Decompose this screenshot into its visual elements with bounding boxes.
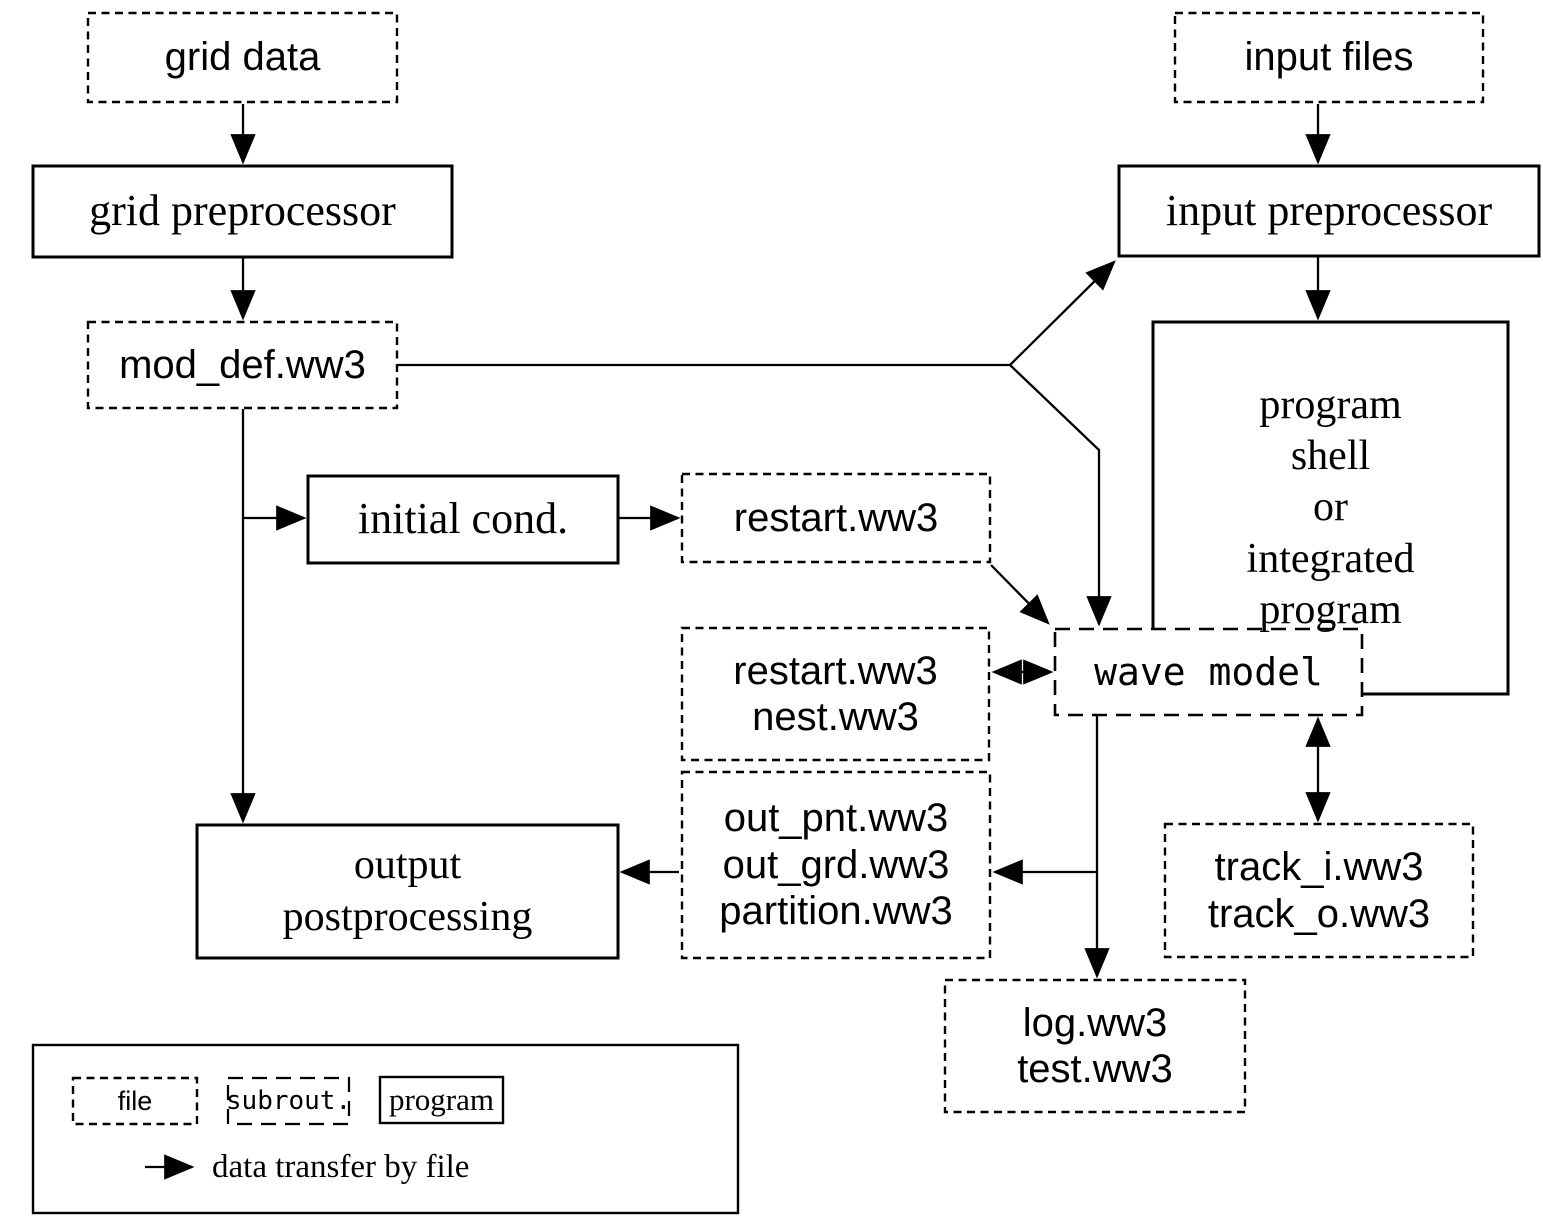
- legend-file-box: [71, 1076, 199, 1126]
- log-test-line: log.ww3: [1022, 1000, 1168, 1045]
- legend-subroutine-text: subrout.: [225, 1086, 352, 1116]
- legend-subroutine-box: [226, 1076, 351, 1126]
- node-program-shell: program shell or integrated program: [1153, 322, 1508, 694]
- input-preprocessor-label: input preprocessor: [1165, 185, 1493, 235]
- out-files-line: out_pnt.ww3: [723, 796, 949, 841]
- out-files-line: partition.ww3: [719, 889, 953, 934]
- initial-cond-box: [306, 474, 620, 565]
- legend-subroutine-label: subrout.: [225, 1078, 352, 1124]
- output-postprocessing-line: output: [353, 842, 462, 889]
- legend-file-label: file: [73, 1078, 197, 1124]
- legend-file-text: file: [117, 1085, 153, 1116]
- input-preprocessor-box: [1117, 164, 1541, 258]
- node-grid-preprocessor: grid preprocessor: [33, 166, 452, 257]
- wave-model-box: [1053, 627, 1364, 717]
- grid-preprocessor-box: [31, 164, 454, 259]
- node-output-postprocessing: output postprocessing: [197, 825, 618, 958]
- grid-preprocessor-label: grid preprocessor: [89, 186, 396, 236]
- legend-arrow-caption-text: data transfer by file: [212, 1148, 470, 1185]
- program-shell-line: or: [1313, 484, 1348, 531]
- input-files-box: [1173, 11, 1485, 104]
- node-input-files: input files: [1175, 13, 1483, 102]
- wave-model-label: wave model: [1094, 650, 1323, 694]
- output-postprocessing-box: [195, 823, 620, 960]
- node-wave-model: wave model: [1055, 629, 1362, 715]
- grid-data-label: grid data: [164, 35, 321, 80]
- node-log-test: log.ww3 test.ww3: [945, 980, 1245, 1112]
- restart-label: restart.ww3: [733, 495, 939, 540]
- node-track: track_i.ww3 track_o.ww3: [1165, 824, 1473, 957]
- input-files-label: input files: [1244, 35, 1414, 80]
- restart-nest-line: nest.ww3: [752, 695, 919, 739]
- initial-cond-label: initial cond.: [357, 494, 569, 544]
- node-mod-def: mod_def.ww3: [88, 322, 397, 408]
- grid-data-box: [86, 11, 399, 104]
- program-shell-line: integrated: [1246, 535, 1415, 582]
- restart-nest-box: [680, 626, 991, 762]
- node-out-files: out_pnt.ww3 out_grd.ww3 partition.ww3: [682, 772, 990, 958]
- program-shell-line: program: [1259, 586, 1402, 633]
- node-input-preprocessor: input preprocessor: [1119, 166, 1539, 256]
- track-line: track_i.ww3: [1214, 845, 1424, 890]
- node-initial-cond: initial cond.: [308, 476, 618, 563]
- legend-program-box: [378, 1075, 505, 1125]
- track-line: track_o.ww3: [1207, 891, 1431, 936]
- out-files-box: [680, 770, 992, 960]
- output-postprocessing-line: postprocessing: [282, 893, 533, 940]
- arrow-mod-def-to-input-preprocessor: [1009, 260, 1116, 366]
- track-box: [1163, 822, 1475, 959]
- restart-box: [680, 472, 992, 564]
- out-files-line: out_grd.ww3: [722, 842, 950, 887]
- log-test-box: [943, 978, 1247, 1114]
- node-restart-nest: restart.ww3 nest.ww3: [682, 628, 989, 760]
- legend-arrow-caption: data transfer by file: [212, 1143, 632, 1191]
- arrow-mod-def-to-wave-model: [1009, 364, 1112, 627]
- legend-program-label: program: [380, 1077, 503, 1123]
- legend-program-text: program: [388, 1082, 495, 1117]
- arrow-restart-to-wave-model: [990, 564, 1050, 625]
- log-test-line: test.ww3: [1017, 1047, 1173, 1091]
- program-shell-line: shell: [1290, 433, 1371, 480]
- node-grid-data: grid data: [88, 13, 397, 102]
- program-shell-line: program: [1259, 381, 1402, 428]
- restart-nest-line: restart.ww3: [733, 648, 938, 693]
- mod-def-label: mod_def.ww3: [119, 342, 366, 387]
- node-restart: restart.ww3: [682, 474, 990, 562]
- legend-box: [31, 1043, 740, 1215]
